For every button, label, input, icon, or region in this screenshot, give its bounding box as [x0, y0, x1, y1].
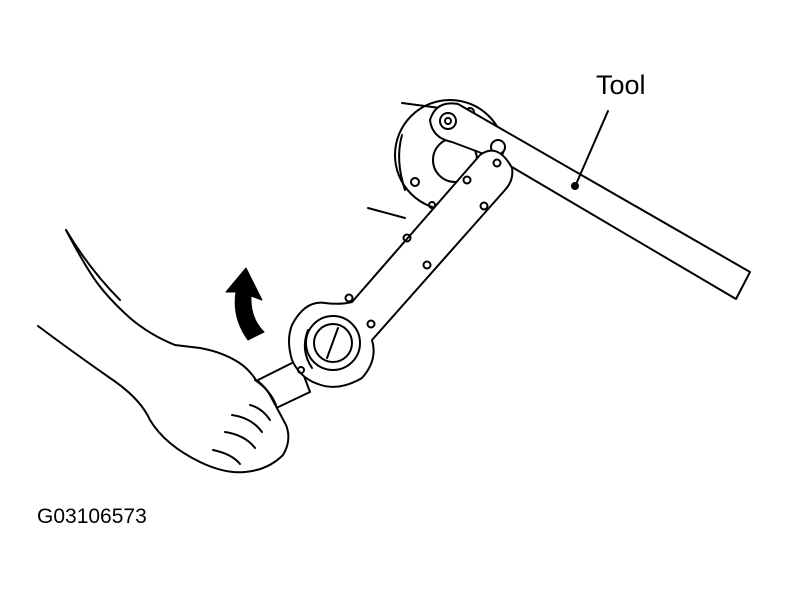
curved-arrow-up-icon [225, 267, 265, 341]
hand-icon [37, 229, 290, 474]
torque-wrench-icon [257, 149, 514, 411]
figure-code: G03106573 [37, 505, 147, 528]
holding-tool-icon [429, 102, 751, 300]
tool-label: Tool [596, 70, 646, 100]
